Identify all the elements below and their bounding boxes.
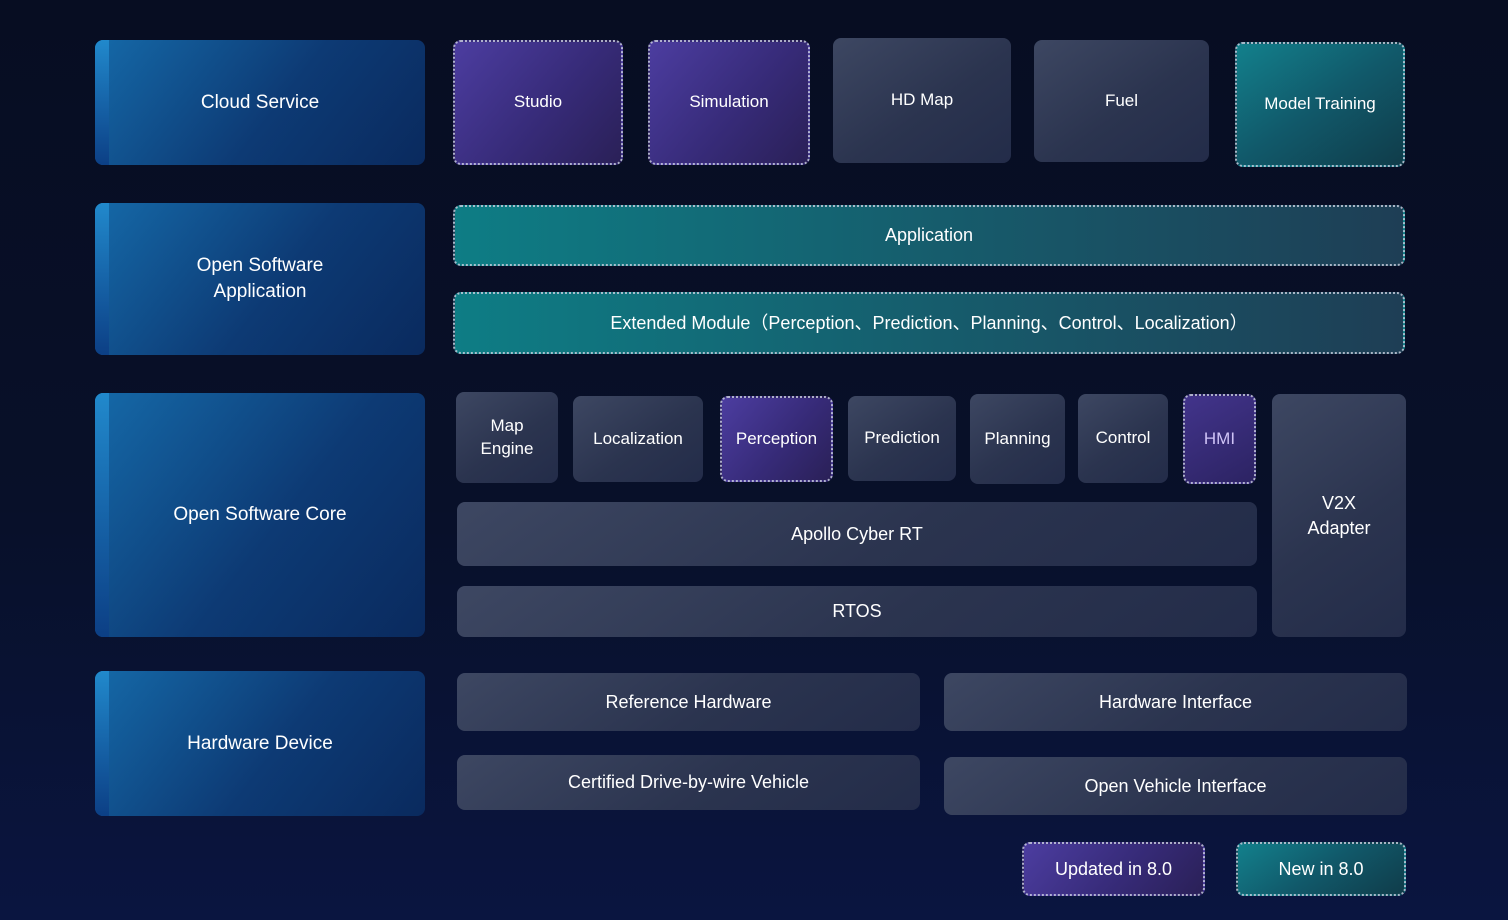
block-label: HD Map — [890, 90, 954, 110]
block-localization: Localization — [573, 396, 703, 482]
legend-updated-badge: Updated in 8.0 — [1022, 842, 1205, 896]
block-label: Certified Drive-by-wire Vehicle — [567, 772, 810, 793]
block-label: Control — [1095, 428, 1151, 448]
block-hardware-device: Hardware Device — [95, 671, 425, 816]
block-label: Extended Module（Perception、Prediction、Pl… — [610, 312, 1248, 333]
block-label: Planning — [984, 428, 1051, 448]
block-cloud-service: Cloud Service — [95, 40, 425, 165]
block-hmi: HMI — [1183, 394, 1256, 484]
block-hardware-interface: Hardware Interface — [944, 673, 1407, 731]
block-label: Application — [884, 225, 974, 246]
block-v2x-adapter: V2X Adapter — [1272, 394, 1406, 637]
block-label: Fuel — [1104, 90, 1139, 110]
block-simulation: Simulation — [648, 40, 810, 165]
accent-stripe — [95, 393, 109, 637]
block-application: Application — [453, 205, 1405, 266]
block-label: V2X Adapter — [1307, 493, 1371, 538]
block-label: Open Software Core — [173, 504, 347, 526]
legend-label: Updated in 8.0 — [1054, 858, 1173, 879]
block-perception: Perception — [720, 396, 833, 482]
block-label: Hardware Device — [187, 732, 333, 754]
block-map-engine: Map Engine — [456, 392, 558, 483]
block-label: Model Training — [1264, 94, 1376, 114]
accent-stripe — [95, 40, 109, 165]
block-open-software-core: Open Software Core — [95, 393, 425, 637]
block-label: RTOS — [832, 601, 882, 622]
block-label: Reference Hardware — [605, 691, 772, 712]
legend-label: New in 8.0 — [1278, 858, 1364, 879]
accent-stripe — [95, 203, 109, 355]
block-label: Studio — [513, 92, 563, 112]
block-extended-module: Extended Module（Perception、Prediction、Pl… — [453, 292, 1405, 354]
block-label: Apollo Cyber RT — [791, 523, 923, 544]
block-reference-hardware: Reference Hardware — [457, 673, 920, 731]
block-control: Control — [1078, 394, 1168, 483]
block-label: Map Engine — [480, 415, 534, 458]
block-label: HMI — [1203, 428, 1236, 448]
block-hd-map: HD Map — [833, 38, 1011, 163]
block-prediction: Prediction — [848, 396, 956, 481]
block-label: Hardware Interface — [1098, 691, 1253, 712]
block-rtos: RTOS — [457, 586, 1257, 637]
block-certified-drive-by-wire-vehicle: Certified Drive-by-wire Vehicle — [457, 755, 920, 810]
block-open-vehicle-interface: Open Vehicle Interface — [944, 757, 1407, 815]
accent-stripe — [95, 671, 109, 816]
block-model-training: Model Training — [1235, 42, 1405, 167]
block-label: Perception — [735, 428, 818, 448]
block-label: Cloud Service — [200, 91, 320, 113]
block-planning: Planning — [970, 394, 1065, 484]
block-label: Localization — [593, 428, 683, 448]
block-label: Open Software Application — [196, 255, 324, 302]
block-apollo-cyber-rt: Apollo Cyber RT — [457, 502, 1257, 566]
block-label: Prediction — [864, 428, 940, 448]
block-studio: Studio — [453, 40, 623, 165]
block-label: Simulation — [689, 92, 769, 112]
legend-new-badge: New in 8.0 — [1236, 842, 1406, 896]
block-open-software-application: Open Software Application — [95, 203, 425, 355]
block-label: Open Vehicle Interface — [1084, 775, 1267, 796]
block-fuel: Fuel — [1034, 40, 1209, 162]
